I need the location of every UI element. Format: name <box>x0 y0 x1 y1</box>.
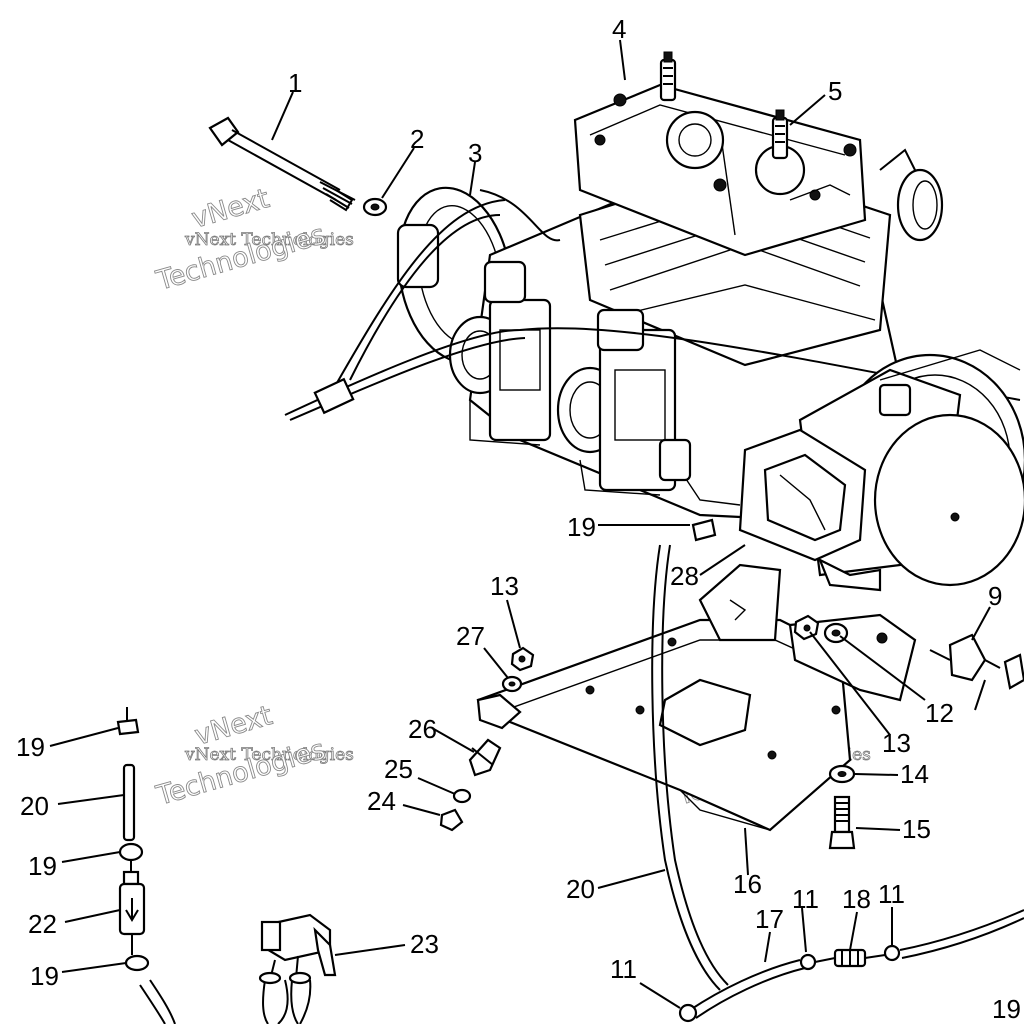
callout-19-b: 19 <box>16 732 45 762</box>
callout-16: 16 <box>733 869 762 899</box>
callout-22: 22 <box>28 909 57 939</box>
engine-assembly <box>284 51 1024 592</box>
callout-11-c: 11 <box>610 954 637 984</box>
callout-25: 25 <box>384 754 413 784</box>
callout-labels: 1 2 3 4 5 9 11 11 11 12 13 13 14 15 16 1… <box>16 14 1021 1024</box>
callout-4: 4 <box>612 14 626 44</box>
callout-5: 5 <box>828 76 842 106</box>
callout-11-a: 11 <box>792 884 819 914</box>
callout-18: 18 <box>842 884 871 914</box>
callout-19-a: 19 <box>567 512 596 542</box>
fuel-line-right-edge <box>899 909 1024 959</box>
nut-part-24 <box>439 808 464 832</box>
clamp-part-19-middle <box>118 842 144 862</box>
callout-13-a: 13 <box>490 571 519 601</box>
engine-mount-plate <box>476 563 917 832</box>
clamp-part-11-a <box>678 1003 698 1023</box>
rubber-mount-part-9 <box>929 633 1024 690</box>
watermark-text: vNext Technologies <box>184 230 354 250</box>
watermark-top-left: vNext vNext Technologies Technologies <box>152 183 354 298</box>
watermark-text: vNext <box>188 183 272 235</box>
callout-28: 28 <box>670 561 699 591</box>
bolt-part-1 <box>208 116 356 212</box>
callout-17: 17 <box>755 904 784 934</box>
callout-14: 14 <box>900 759 929 789</box>
callout-27: 27 <box>456 621 485 651</box>
callout-19-c: 19 <box>28 851 57 881</box>
callout-20-b: 20 <box>566 874 595 904</box>
watermark-text: vNext Technologies <box>184 745 354 765</box>
washer-part-27 <box>501 675 523 693</box>
fuel-line-part-20-left <box>122 763 136 842</box>
filter-assembly-left <box>116 707 176 1024</box>
callout-13-b: 13 <box>882 728 911 758</box>
callout-12: 12 <box>925 698 954 728</box>
spark-plug-rear <box>771 109 789 160</box>
clamp-part-11-b <box>799 953 817 971</box>
clamp-part-19-lower <box>124 954 150 972</box>
nut-part-13-right <box>793 614 820 641</box>
spark-plug-front <box>659 51 677 102</box>
nut-part-13-left <box>510 646 535 672</box>
callout-19-e: 19 <box>992 994 1021 1024</box>
washer-part-12 <box>823 622 849 644</box>
cylinder-head <box>573 83 867 257</box>
watermark-bottom-left: vNext vNext Technologies Technologies <box>152 700 354 813</box>
grommet-part-26 <box>468 738 502 777</box>
callout-24: 24 <box>367 786 396 816</box>
callout-3: 3 <box>468 138 482 168</box>
bolt-part-15 <box>828 795 856 850</box>
carburetor-right <box>556 308 677 496</box>
callout-1: 1 <box>288 68 302 98</box>
leader-lines <box>49 39 991 1009</box>
fuel-line-part-20-right <box>651 544 729 991</box>
intake-flange <box>738 428 867 562</box>
washer-part-25 <box>452 788 472 804</box>
throttle-cable <box>284 189 1021 421</box>
clamp-part-11-c <box>883 944 901 962</box>
callout-26: 26 <box>408 714 437 744</box>
callout-9: 9 <box>988 581 1002 611</box>
exhaust-outlet <box>879 148 944 242</box>
callout-20-a: 20 <box>20 791 49 821</box>
callout-19-d: 19 <box>30 961 59 991</box>
callout-2: 2 <box>410 124 424 154</box>
washer-part-2 <box>362 197 388 217</box>
fuel-line-part-17 <box>689 959 806 1019</box>
carburetor-left <box>448 260 552 446</box>
watermark-text: vNext <box>191 700 275 752</box>
fuel-pump-part-18 <box>814 948 886 968</box>
clamp-part-19-top <box>691 518 717 542</box>
valve-part-23 <box>258 913 337 1024</box>
callout-11-b: 11 <box>878 879 905 909</box>
callout-15: 15 <box>902 814 931 844</box>
callout-23: 23 <box>410 929 439 959</box>
washer-part-14 <box>828 764 856 784</box>
